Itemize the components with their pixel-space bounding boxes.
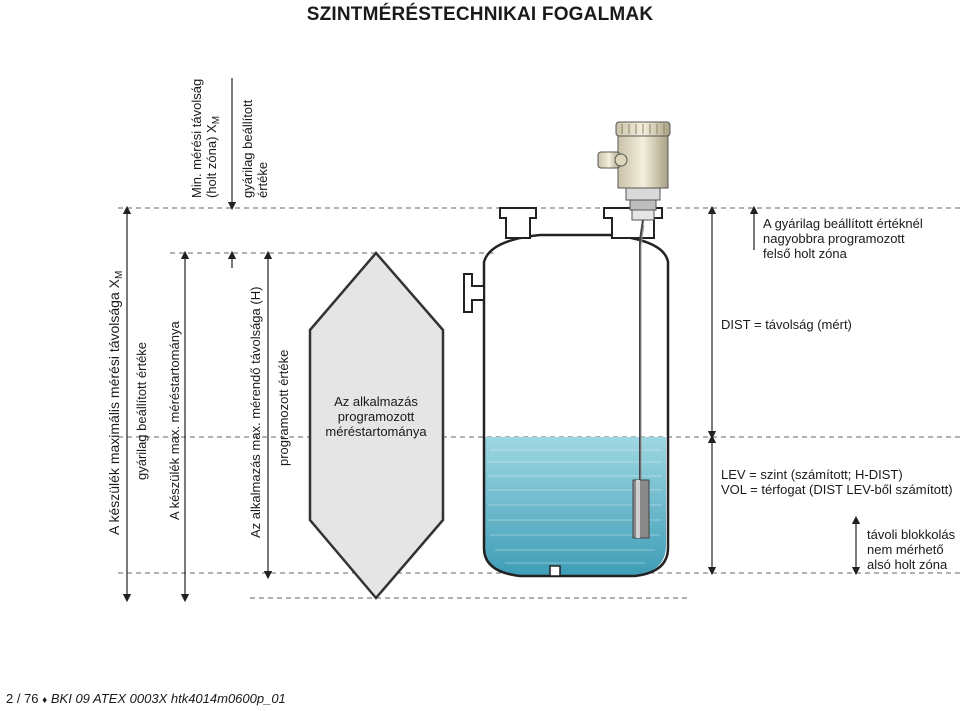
tank (463, 207, 670, 578)
page-number: 2 / 76 (6, 691, 39, 706)
lower-dead-zone-label: távoli blokkolás nem mérhető alsó holt z… (867, 527, 956, 572)
dist-label: DIST = távolság (mért) (721, 317, 852, 332)
reference-lines (118, 207, 960, 599)
factory-value-top-label: gyárilag beállított értéke (240, 99, 270, 198)
device-max-distance-label: A készülék maximális mérési távolsága XM (106, 270, 125, 535)
hexagon-label: Az alkalmazás programozott méréstartomán… (325, 394, 427, 439)
lev-vol-label: LEV = szint (számított; H-DIST) VOL = té… (721, 467, 953, 497)
app-max-distance-label: Az alkalmazás max. mérendő távolsága (H) (248, 286, 263, 538)
diamond-icon: ♦ (42, 695, 48, 706)
upper-dead-zone-label: A gyárilag beállított értéknél nagyobbra… (763, 216, 923, 261)
dimension-arrows-left (122, 78, 273, 603)
programmed-range-hexagon (308, 251, 445, 600)
programmed-value-label: programozott értéke (276, 349, 291, 466)
factory-value-left-label: gyárilag beállított értéke (134, 341, 149, 480)
page-title: SZINTMÉRÉSTECHNIKAI FOGALMAK (306, 4, 654, 25)
min-distance-label: Min. mérési távolság (holt zóna) XM (189, 78, 222, 198)
sensor-probe (597, 121, 671, 539)
document-id: BKI 09 ATEX 0003X htk4014m0600p_01 (50, 691, 286, 706)
page-footer: 2 / 76 ♦ BKI 09 ATEX 0003X htk4014m0600p… (6, 691, 286, 706)
device-max-range-label: A készülék max. méréstartománya (167, 321, 182, 520)
dimension-arrows-right (707, 205, 861, 576)
